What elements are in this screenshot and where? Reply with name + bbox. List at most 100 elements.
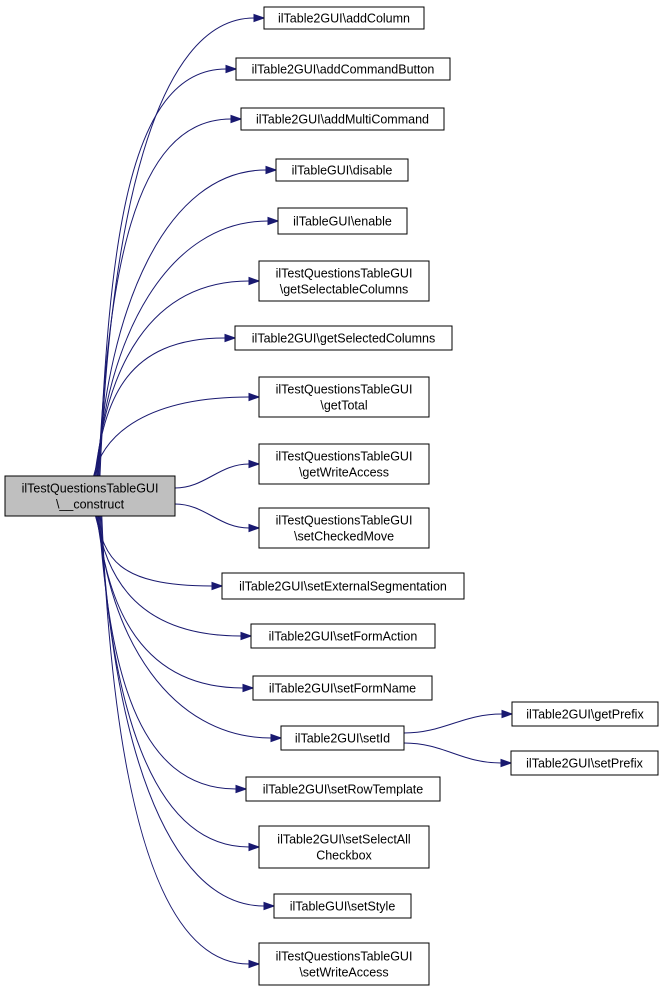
function-node[interactable]: ilTestQuestionsTableGUI \setCheckedMove xyxy=(258,507,430,549)
node-label: ilTable2GUI\setId xyxy=(295,732,390,746)
node-box xyxy=(258,260,430,302)
node-label: ilTestQuestionsTableGUI xyxy=(276,383,413,397)
function-node[interactable]: ilTable2GUI\setPrefix xyxy=(510,750,659,776)
node-box xyxy=(258,376,430,418)
function-node[interactable]: ilTable2GUI\setRowTemplate xyxy=(245,776,441,802)
function-node[interactable]: ilTable2GUI\setExternalSegmentation xyxy=(221,572,465,600)
node-label: \__construct xyxy=(56,498,125,512)
call-edge xyxy=(174,503,250,529)
node-label: \getWriteAccess xyxy=(299,466,389,480)
node-box xyxy=(234,325,453,351)
function-node[interactable]: ilTestQuestionsTableGUI \getWriteAccess xyxy=(258,443,430,485)
node-box xyxy=(277,207,408,235)
call-edge xyxy=(95,280,250,477)
node-label: Checkbox xyxy=(316,849,372,863)
node-label: ilTestQuestionsTableGUI xyxy=(276,514,413,528)
function-node[interactable]: ilTable2GUI\addMultiCommand xyxy=(240,107,445,131)
arrowhead xyxy=(211,581,224,591)
node-label: \setCheckedMove xyxy=(294,530,394,544)
node-box xyxy=(221,572,465,600)
function-node[interactable]: ilTable2GUI\setFormName xyxy=(252,675,433,701)
function-node[interactable]: ilTableGUI\enable xyxy=(277,207,408,235)
node-box xyxy=(258,825,430,869)
node-box xyxy=(252,675,433,701)
arrowhead xyxy=(263,901,276,911)
function-node[interactable]: ilTestQuestionsTableGUI \getTotal xyxy=(258,376,430,418)
call-edge xyxy=(99,17,255,477)
arrowhead xyxy=(500,758,513,768)
arrowhead xyxy=(235,784,248,794)
node-label: ilTable2GUI\setSelectAll xyxy=(277,833,410,847)
arrowhead xyxy=(225,64,238,74)
node-label: ilTable2GUI\setFormAction xyxy=(269,630,418,644)
node-label: ilTable2GUI\getPrefix xyxy=(526,708,644,722)
call-edge xyxy=(101,515,250,965)
call-edge xyxy=(96,220,269,477)
arrowhead xyxy=(501,709,514,719)
function-node[interactable]: ilTable2GUI\setId xyxy=(280,725,405,751)
node-label: ilTable2GUI\addCommandButton xyxy=(252,63,435,77)
node-label: ilTable2GUI\setPrefix xyxy=(526,757,643,771)
call-edge xyxy=(95,515,242,637)
nodes-layer: ilTestQuestionsTableGUI \__construct ilTab… xyxy=(4,6,659,986)
node-label: ilTable2GUI\addMultiCommand xyxy=(256,113,429,127)
arrowhead xyxy=(265,165,278,175)
function-node[interactable]: ilTable2GUI\getPrefix xyxy=(511,701,659,727)
function-node[interactable]: ilTable2GUI\setFormAction xyxy=(250,623,436,649)
node-label: ilTestQuestionsTableGUI xyxy=(276,450,413,464)
arrowhead xyxy=(248,276,261,286)
call-edge xyxy=(100,515,265,907)
node-label: \getTotal xyxy=(320,399,367,413)
arrowhead xyxy=(248,392,261,402)
call-edge xyxy=(96,169,267,477)
function-node[interactable]: ilTestQuestionsTableGUI\setWriteAccess xyxy=(258,942,430,986)
node-label: \setWriteAccess xyxy=(299,966,388,980)
node-label: ilTable2GUI\setExternalSegmentation xyxy=(239,580,447,594)
node-box xyxy=(258,507,430,549)
root-node[interactable]: ilTestQuestionsTableGUI \__construct xyxy=(4,475,176,517)
call-edge xyxy=(94,337,226,477)
function-node[interactable]: ilTableGUI\disable xyxy=(275,158,409,182)
edges-layer xyxy=(93,13,514,969)
arrowhead xyxy=(230,114,243,124)
call-edge xyxy=(403,742,502,764)
function-node[interactable]: ilTableGUI\setStyle xyxy=(273,893,412,919)
node-box xyxy=(258,942,430,986)
function-node[interactable]: ilTable2GUI\getSelectedColumns xyxy=(234,325,453,351)
call-edge xyxy=(97,118,232,477)
node-box xyxy=(510,750,659,776)
arrowhead xyxy=(248,459,261,469)
call-edge xyxy=(93,396,250,477)
arrowhead xyxy=(224,333,237,343)
node-label: ilTableGUI\enable xyxy=(293,215,392,229)
node-label: ilTestQuestionsTableGUI xyxy=(276,267,413,281)
node-label: ilTestQuestionsTableGUI xyxy=(22,482,159,496)
node-box xyxy=(240,107,445,131)
call-edge xyxy=(174,463,250,489)
node-label: ilTableGUI\disable xyxy=(292,164,393,178)
function-node[interactable]: ilTable2GUI\addColumn xyxy=(263,6,425,30)
node-box xyxy=(273,893,412,919)
node-box xyxy=(263,6,425,30)
node-box xyxy=(280,725,405,751)
arrowhead xyxy=(270,733,283,743)
call-edge xyxy=(95,515,213,587)
arrowhead xyxy=(248,959,261,969)
function-node[interactable]: ilTable2GUI\addCommandButton xyxy=(235,57,451,81)
node-box xyxy=(245,776,441,802)
node-label: ilTable2GUI\setFormName xyxy=(269,682,416,696)
node-label: ilTableGUI\setStyle xyxy=(290,900,396,914)
node-box xyxy=(275,158,409,182)
call-edge xyxy=(98,515,237,790)
node-label: ilTable2GUI\setRowTemplate xyxy=(263,783,424,797)
call-edge xyxy=(403,713,503,734)
node-box xyxy=(235,57,451,81)
arrowhead xyxy=(253,13,266,23)
node-label: \getSelectableColumns xyxy=(280,283,409,297)
node-box xyxy=(511,701,659,727)
function-node[interactable]: ilTestQuestionsTableGUI \getSelectableCol… xyxy=(258,260,430,302)
node-box xyxy=(250,623,436,649)
node-label: ilTable2GUI\getSelectedColumns xyxy=(252,332,435,346)
arrowhead xyxy=(240,631,253,641)
